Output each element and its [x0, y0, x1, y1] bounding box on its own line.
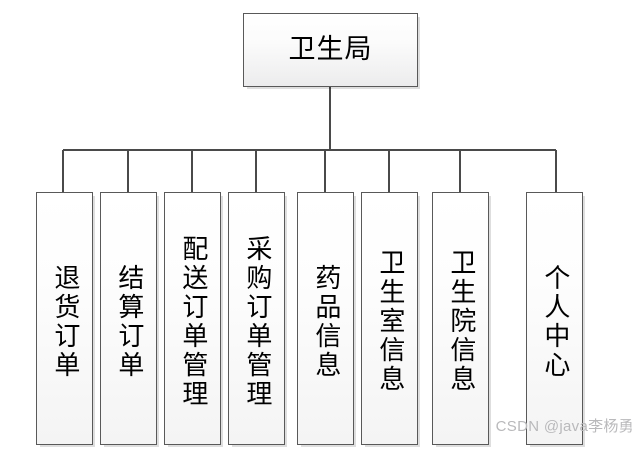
- node-root[interactable]: 卫生局: [243, 13, 418, 87]
- watermark: CSDN @java李杨勇: [495, 418, 634, 435]
- node-child-7-label: 个人中心: [540, 263, 570, 380]
- node-child-5[interactable]: 卫生室信息: [361, 192, 418, 445]
- node-child-4-label: 药品信息: [311, 263, 341, 380]
- node-child-1-label: 结算订单: [114, 263, 144, 380]
- node-child-2[interactable]: 配送订单管理: [164, 192, 221, 445]
- node-child-7[interactable]: 个人中心: [526, 192, 583, 445]
- node-child-4[interactable]: 药品信息: [297, 192, 354, 445]
- node-child-3-label: 采购订单管理: [242, 234, 272, 409]
- node-child-6[interactable]: 卫生院信息: [432, 192, 489, 445]
- node-root-label: 卫生局: [288, 34, 373, 65]
- node-child-3[interactable]: 采购订单管理: [228, 192, 285, 445]
- node-child-5-label: 卫生室信息: [375, 249, 405, 394]
- node-child-1[interactable]: 结算订单: [100, 192, 157, 445]
- node-child-0[interactable]: 退货订单: [36, 192, 93, 445]
- node-child-2-label: 配送订单管理: [178, 234, 208, 409]
- node-child-0-label: 退货订单: [50, 263, 80, 380]
- node-child-6-label: 卫生院信息: [446, 249, 476, 394]
